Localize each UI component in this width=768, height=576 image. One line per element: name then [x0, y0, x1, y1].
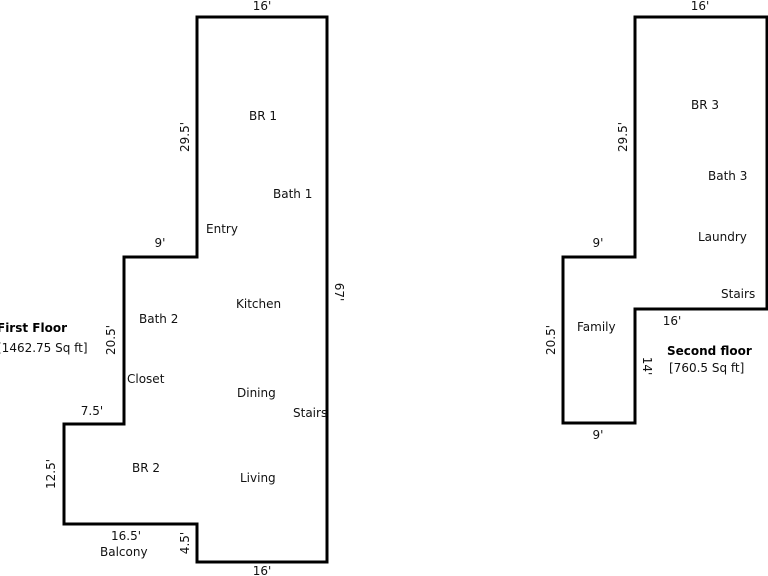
dim-second-left-upper: 29.5'	[616, 122, 630, 152]
dim-first-left-lower: 12.5'	[44, 459, 58, 489]
first-floor-area: [1462.75 Sq ft]	[0, 341, 88, 355]
second-floor-title: Second floor	[667, 344, 752, 358]
first-floor-outline	[62, 15, 329, 564]
dim-first-left-upper: 29.5'	[178, 122, 192, 152]
room-label-stairs-2: Stairs	[721, 287, 755, 301]
room-label-bath3: Bath 3	[708, 169, 747, 183]
second-floor-outline	[561, 15, 768, 425]
room-label-entry: Entry	[206, 222, 238, 236]
dim-first-left-middle: 20.5'	[104, 325, 118, 355]
room-label-living: Living	[240, 471, 276, 485]
dim-second-left-lower: 20.5'	[544, 325, 558, 355]
dim-first-step-lower: 7.5'	[81, 404, 103, 418]
room-label-bath1: Bath 1	[273, 187, 312, 201]
room-label-laundry: Laundry	[698, 230, 747, 244]
dim-second-step-upper: 9'	[593, 236, 604, 250]
room-label-br2: BR 2	[132, 461, 160, 475]
dim-second-top: 16'	[691, 0, 710, 13]
dim-first-top: 16'	[253, 0, 272, 13]
first-floor-title: First Floor	[0, 321, 67, 335]
room-label-kitchen: Kitchen	[236, 297, 281, 311]
dim-first-bottom: 16'	[253, 564, 272, 576]
dim-balcony-width: 16.5'	[111, 529, 141, 543]
room-label-bath2: Bath 2	[139, 312, 178, 326]
dim-second-inner-right: 14'	[640, 357, 654, 376]
dim-first-right: 67'	[332, 283, 346, 302]
room-label-br1: BR 1	[249, 109, 277, 123]
second-floor: Second floor [760.5 Sq ft] BR 3 Bath 3 L…	[544, 0, 768, 442]
room-label-br3: BR 3	[691, 98, 719, 112]
room-label-dining: Dining	[237, 386, 276, 400]
dim-balcony-depth: 4.5'	[178, 532, 192, 554]
first-floor: First Floor [1462.75 Sq ft] BR 1 Bath 1 …	[0, 0, 346, 576]
room-label-balcony: Balcony	[100, 545, 148, 559]
dim-second-inner-top: 16'	[663, 314, 682, 328]
room-label-stairs: Stairs	[293, 406, 327, 420]
room-label-family: Family	[577, 320, 616, 334]
dim-first-step-upper: 9'	[155, 236, 166, 250]
dim-second-bottom: 9'	[593, 428, 604, 442]
room-label-closet: Closet	[127, 372, 165, 386]
second-floor-area: [760.5 Sq ft]	[669, 361, 744, 375]
